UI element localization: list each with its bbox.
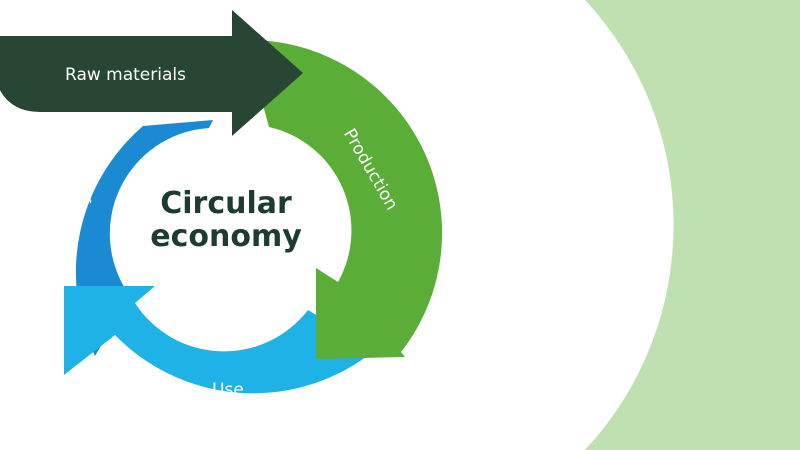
use-label: Use: [212, 380, 244, 400]
raw-materials-label: Raw materials: [65, 65, 186, 85]
production-segment: [245, 39, 443, 360]
use-segment: [64, 286, 375, 394]
center-title-line-1: Circular: [160, 186, 292, 221]
center-title-line-2: economy: [150, 219, 302, 254]
green-backdrop: [585, 0, 800, 450]
raw-materials-arrow: [0, 10, 303, 136]
